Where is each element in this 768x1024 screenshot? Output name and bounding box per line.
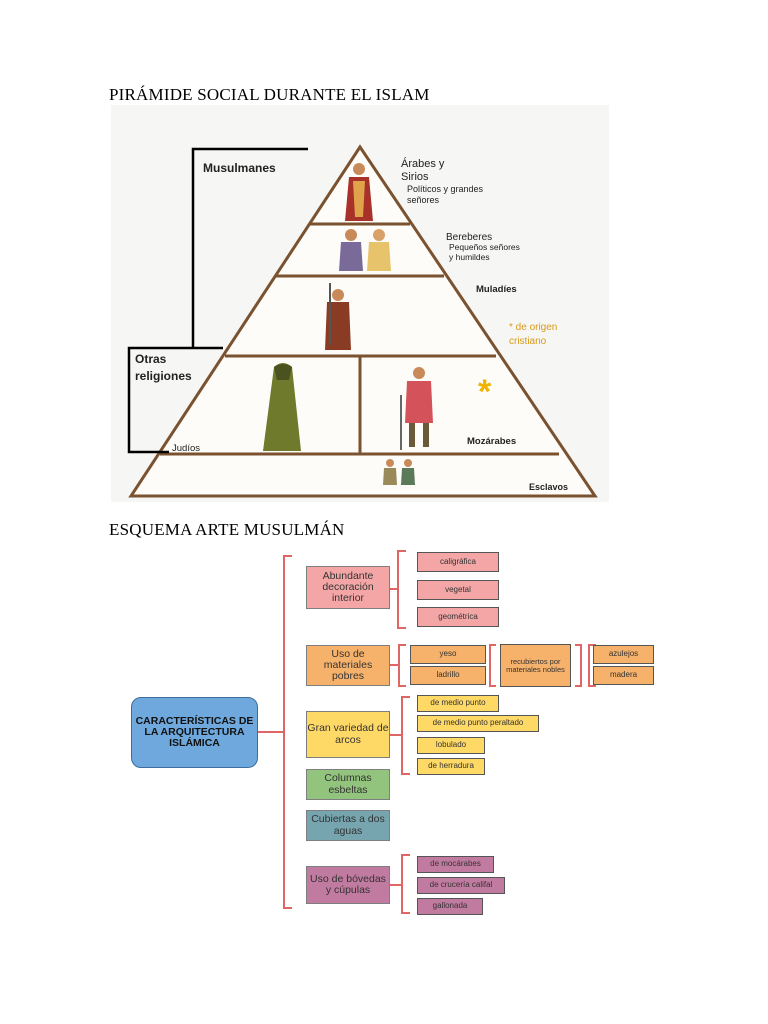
nobles-bracket [588, 644, 596, 687]
label-arabes: Árabes y [401, 157, 445, 170]
label-mozarabes: Mozárabes [467, 436, 516, 447]
label-politicos: Políticos y grandes [407, 184, 484, 194]
item-gallonada: gallonada [417, 898, 483, 915]
label-nota-origen: * de origen [509, 322, 557, 333]
label-esclavos: Esclavos [529, 482, 568, 492]
pyramid-heading: PIRÁMIDE SOCIAL DURANTE EL ISLAM [109, 85, 430, 104]
asterisk-icon: * [478, 373, 492, 411]
label-nota-cristiano: cristiano [509, 336, 547, 347]
esclavos-figures [383, 459, 415, 485]
item-medio-punto: de medio punto [417, 695, 499, 712]
label-judios: Judíos [172, 443, 200, 454]
label-otras: Otras [135, 352, 167, 366]
arcos-bracket [401, 696, 410, 775]
category-cubiertas: Cubiertas a dos aguas [306, 810, 390, 841]
pyramid-diagram: Musulmanes Otras religiones Árabes y Sir… [127, 144, 598, 498]
decoracion-bracket [397, 550, 406, 629]
musulmanes-bracket [191, 147, 308, 348]
judio-figure [263, 363, 301, 451]
item-cruceria-califal: de crucería califal [417, 877, 505, 894]
bereber-figures [339, 229, 391, 271]
item-mocarabes: de mocárabes [417, 856, 494, 873]
item-lobulado: lobulado [417, 737, 485, 754]
item-yeso: yeso [410, 645, 486, 664]
label-senores: señores [407, 195, 440, 205]
recubiertos-open-bracket [489, 644, 496, 687]
label-humildes: y humildes [449, 252, 490, 262]
muladi-figure [325, 283, 351, 350]
category-columnas: Columnas esbeltas [306, 769, 390, 800]
item-medio-punto-peraltado: de medio punto peraltado [417, 715, 539, 732]
main-bracket [283, 555, 292, 909]
item-caligrafica: caligráfica [417, 552, 499, 572]
mozarabe-figure [400, 367, 433, 450]
otras-bracket [127, 346, 223, 454]
item-vegetal: vegetal [417, 580, 499, 600]
label-musulmanes: Musulmanes [203, 161, 276, 175]
label-bereberes: Bereberes [446, 232, 492, 243]
category-arcos: Gran variedad de arcos [306, 711, 390, 758]
recubiertos-close-bracket [575, 644, 582, 687]
main-characteristics-box: CARACTERÍSTICAS DE LA ARQUITECTURA ISLÁM… [131, 697, 258, 768]
label-religiones: religiones [135, 369, 192, 383]
label-pequenos: Pequeños señores [449, 242, 520, 252]
bovedas-bracket [401, 854, 410, 914]
materiales-bracket [398, 644, 406, 687]
category-decoracion: Abundante decoración interior [306, 566, 390, 609]
label-sirios: Sirios [401, 171, 429, 183]
category-materiales: Uso de materiales pobres [306, 645, 390, 686]
item-madera: madera [593, 666, 654, 685]
item-herradura: de herradura [417, 758, 485, 775]
category-bovedas: Uso de bóvedas y cúpulas [306, 866, 390, 904]
item-geometrica: geométrica [417, 607, 499, 627]
item-azulejos: azulejos [593, 645, 654, 664]
scheme-heading: ESQUEMA ARTE MUSULMÁN [109, 520, 345, 539]
pyramid-outline [128, 144, 598, 498]
social-pyramid-image: Musulmanes Otras religiones Árabes y Sir… [111, 105, 609, 502]
arab-figure [345, 163, 373, 221]
label-muladies: Muladíes [476, 284, 517, 295]
item-recubiertos: recubiertos por materiales nobles [500, 644, 571, 687]
item-ladrillo: ladrillo [410, 666, 486, 685]
